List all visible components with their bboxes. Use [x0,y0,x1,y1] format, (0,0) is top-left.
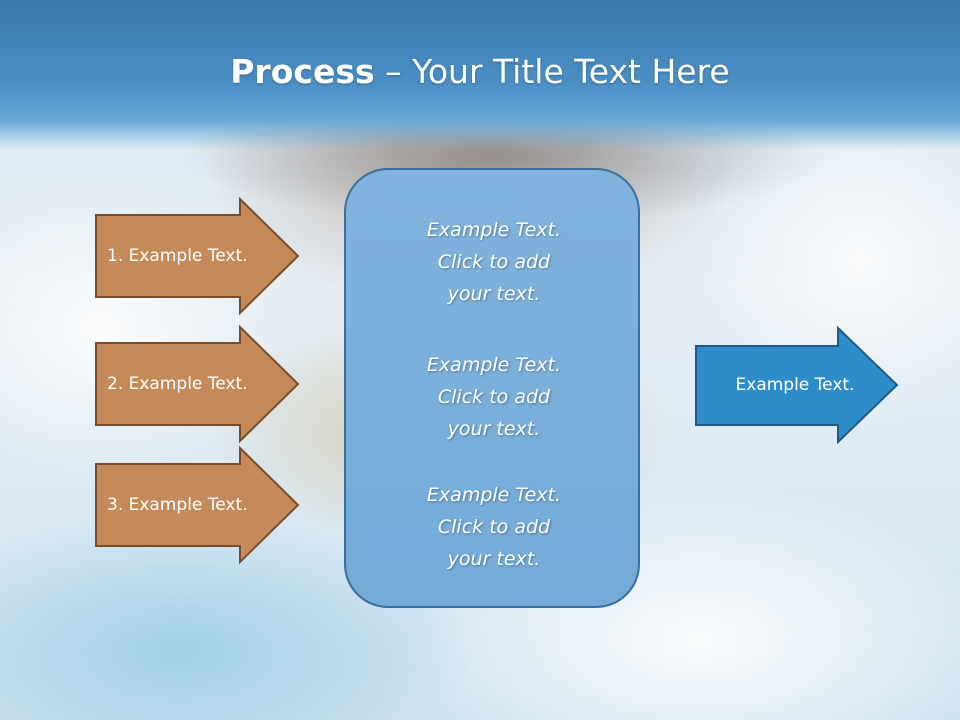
paragraph-line: Example Text. [426,219,562,241]
title-band [0,0,960,150]
process-arrow-label: 2. Example Text. [107,374,248,394]
paragraph-line: your text. [447,548,541,570]
center-paragraph-2: Example Text. Click to add your text. [346,349,642,445]
result-arrow-label: Example Text. [735,375,855,395]
process-arrow-3[interactable]: 3. Example Text. [95,445,301,565]
process-arrow-1[interactable]: 1. Example Text. [95,196,301,316]
paragraph-line: Click to add [437,251,551,273]
slide-title[interactable]: Process – Your Title Text Here [0,52,960,91]
process-arrow-label: 3. Example Text. [107,495,248,515]
arrow-shape-icon [95,324,300,444]
arrow-shape-icon [95,445,300,565]
paragraph-line: Example Text. [426,354,562,376]
paragraph-line: your text. [447,418,541,440]
process-arrow-label: 1. Example Text. [107,246,248,266]
paragraph-line: your text. [447,283,541,305]
center-paragraph-3: Example Text. Click to add your text. [346,479,642,575]
center-text-box[interactable]: Example Text. Click to add your text. Ex… [344,168,640,608]
result-arrow[interactable]: Example Text. [695,325,899,445]
arrow-shape-icon [95,196,300,316]
paragraph-line: Example Text. [426,484,562,506]
title-rest: – Your Title Text Here [374,52,730,91]
title-bold: Process [230,52,375,91]
center-paragraph-1: Example Text. Click to add your text. [346,214,642,310]
paragraph-line: Click to add [437,516,551,538]
arrow-shape-icon [695,325,899,445]
paragraph-line: Click to add [437,386,551,408]
process-arrow-2[interactable]: 2. Example Text. [95,324,301,444]
